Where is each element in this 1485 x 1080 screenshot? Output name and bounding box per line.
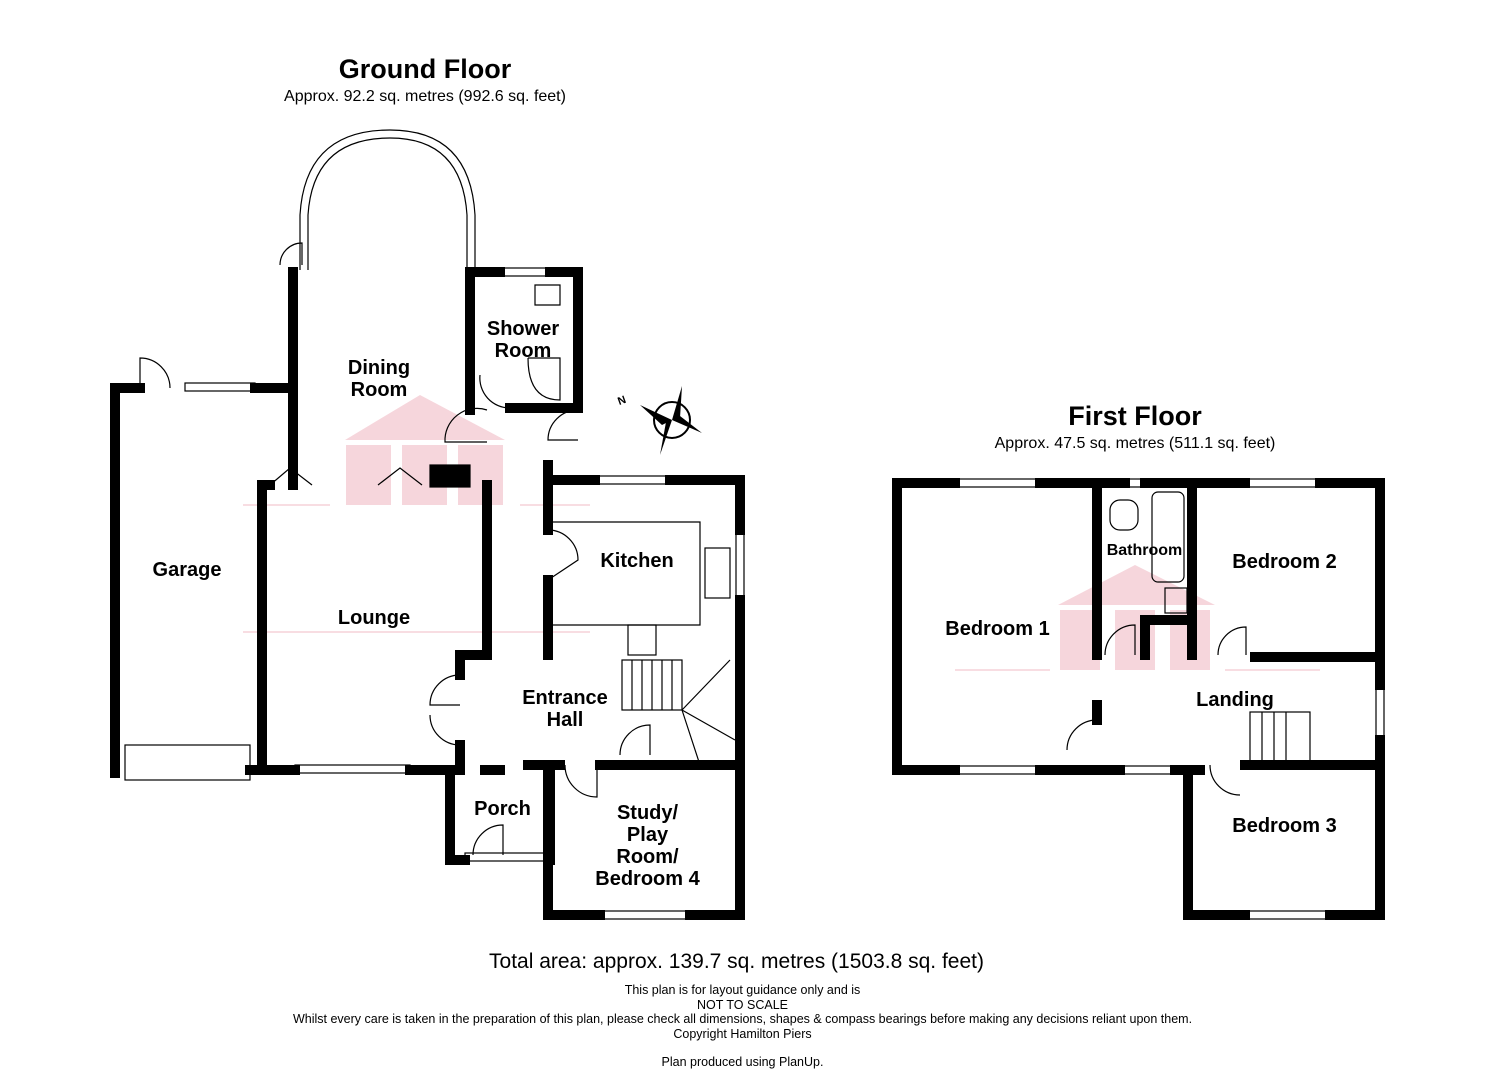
room-label-porch: Porch bbox=[474, 798, 531, 820]
first-floor-area: Approx. 47.5 sq. metres (511.1 sq. feet) bbox=[994, 435, 1276, 452]
room-label-bedroom-2: Bedroom 2 bbox=[1232, 551, 1337, 573]
disclaimer: This plan is for layout guidance only an… bbox=[292, 983, 1193, 1069]
room-label-bedroom-3: Bedroom 3 bbox=[1232, 815, 1337, 837]
ground-floor-title: Ground Floor bbox=[338, 54, 512, 84]
first-floor-title: First Floor bbox=[1068, 401, 1202, 431]
compass-icon bbox=[640, 386, 702, 455]
ground-floor-area: Approx. 92.2 sq. metres (992.6 sq. feet) bbox=[284, 88, 566, 105]
room-label-bathroom: Bathroom bbox=[1106, 542, 1183, 559]
room-label-kitchen: Kitchen bbox=[600, 550, 674, 572]
room-label-garage: Garage bbox=[152, 559, 222, 581]
room-label-bedroom-1: Bedroom 1 bbox=[945, 618, 1050, 640]
total-area: Total area: approx. 139.7 sq. metres (15… bbox=[489, 950, 984, 973]
room-label-landing: Landing bbox=[1196, 689, 1274, 711]
room-label-lounge: Lounge bbox=[337, 607, 411, 629]
